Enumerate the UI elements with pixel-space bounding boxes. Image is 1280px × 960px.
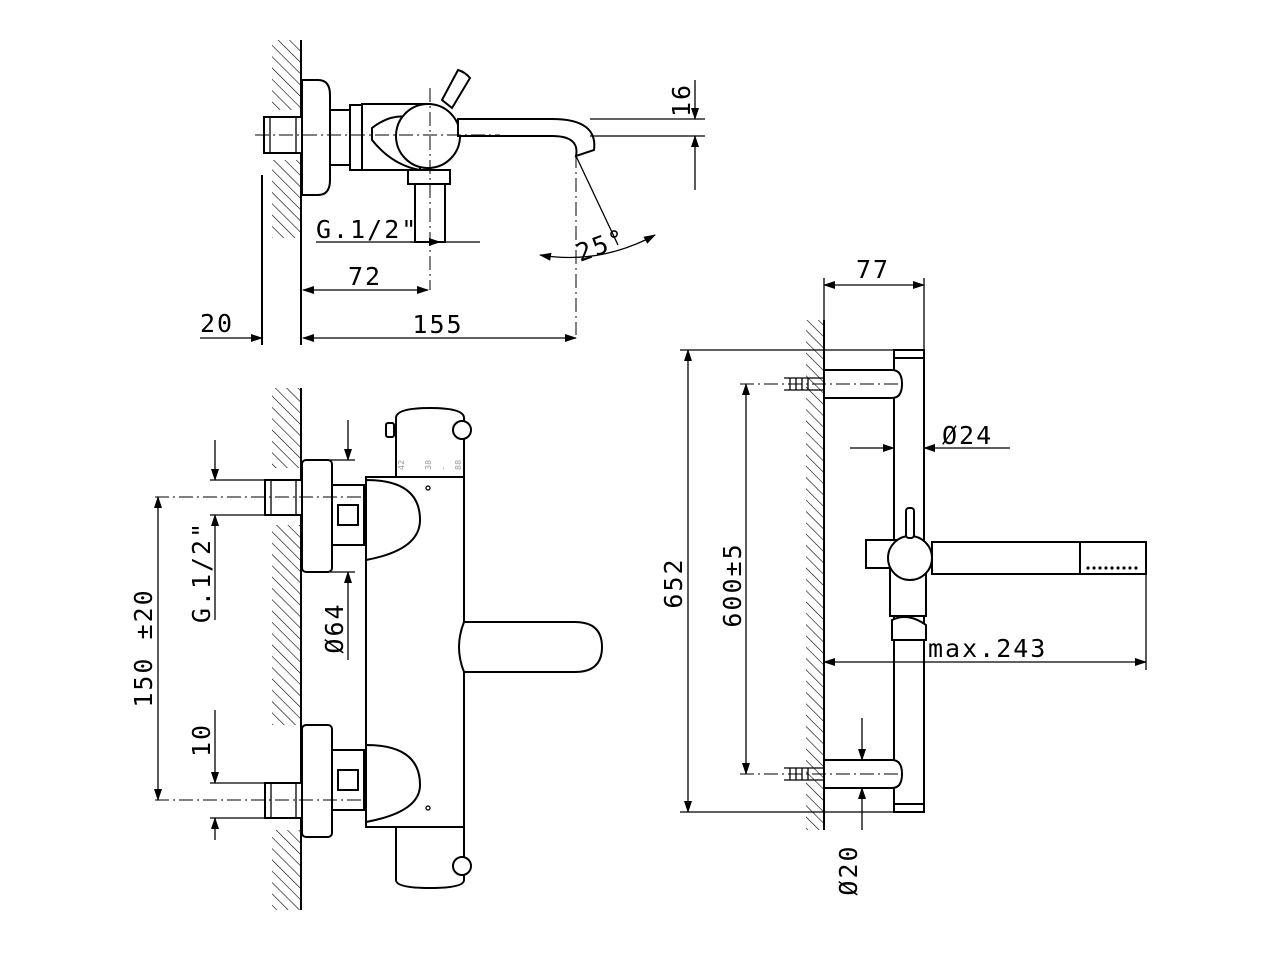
dim-bar-diameter: Ø24: [942, 421, 993, 450]
dim-spout-thickness: 16: [667, 83, 696, 117]
dim-bracket-spacing: 600±5: [718, 542, 747, 627]
hand-shower: [931, 541, 1081, 575]
dim-flange-thickness: 10: [187, 723, 216, 757]
flow-handle: [395, 826, 465, 890]
control-knob: [395, 103, 461, 169]
front-view: 42 38 - 88 150 ±20 G.1/2" Ø64: [129, 388, 604, 910]
dim-bracket-diameter: Ø20: [834, 844, 863, 895]
dim-inlet-thread-front: G.1/2": [187, 521, 216, 623]
dim-inlet-thread-side: G.1/2": [316, 215, 418, 244]
temperature-handle: [395, 406, 465, 478]
dim-spout-angle: 25°: [572, 223, 630, 268]
dim-spout-reach: 155: [412, 310, 463, 339]
wall-flange: [301, 79, 331, 196]
dim-centers: 150 ±20: [129, 588, 158, 707]
temp-mark-38: 38: [424, 460, 433, 470]
front-spout: [458, 621, 604, 673]
shower-nozzles: [1086, 566, 1138, 570]
dim-bar-height: 652: [659, 557, 688, 608]
side-view-bar: 77 Ø24 652 600±5 max.243 Ø20: [659, 255, 1147, 896]
temp-mark-42: 42: [397, 460, 406, 470]
spout: [457, 118, 596, 158]
dim-max-reach: max.243: [928, 634, 1047, 663]
side-view: 16 G.1/2" 25° 72 20 155: [200, 40, 705, 345]
temp-mark-88: 88: [454, 460, 463, 470]
temp-mark-dash: -: [439, 467, 448, 470]
wall-hatch: [272, 40, 302, 110]
mixer-knob: [887, 535, 933, 581]
dim-bar-projection: 77: [856, 255, 890, 284]
dim-wall-offset: 20: [200, 309, 234, 338]
dim-inlet-to-center: 72: [348, 262, 382, 291]
dim-flange-diameter: Ø64: [320, 602, 349, 653]
